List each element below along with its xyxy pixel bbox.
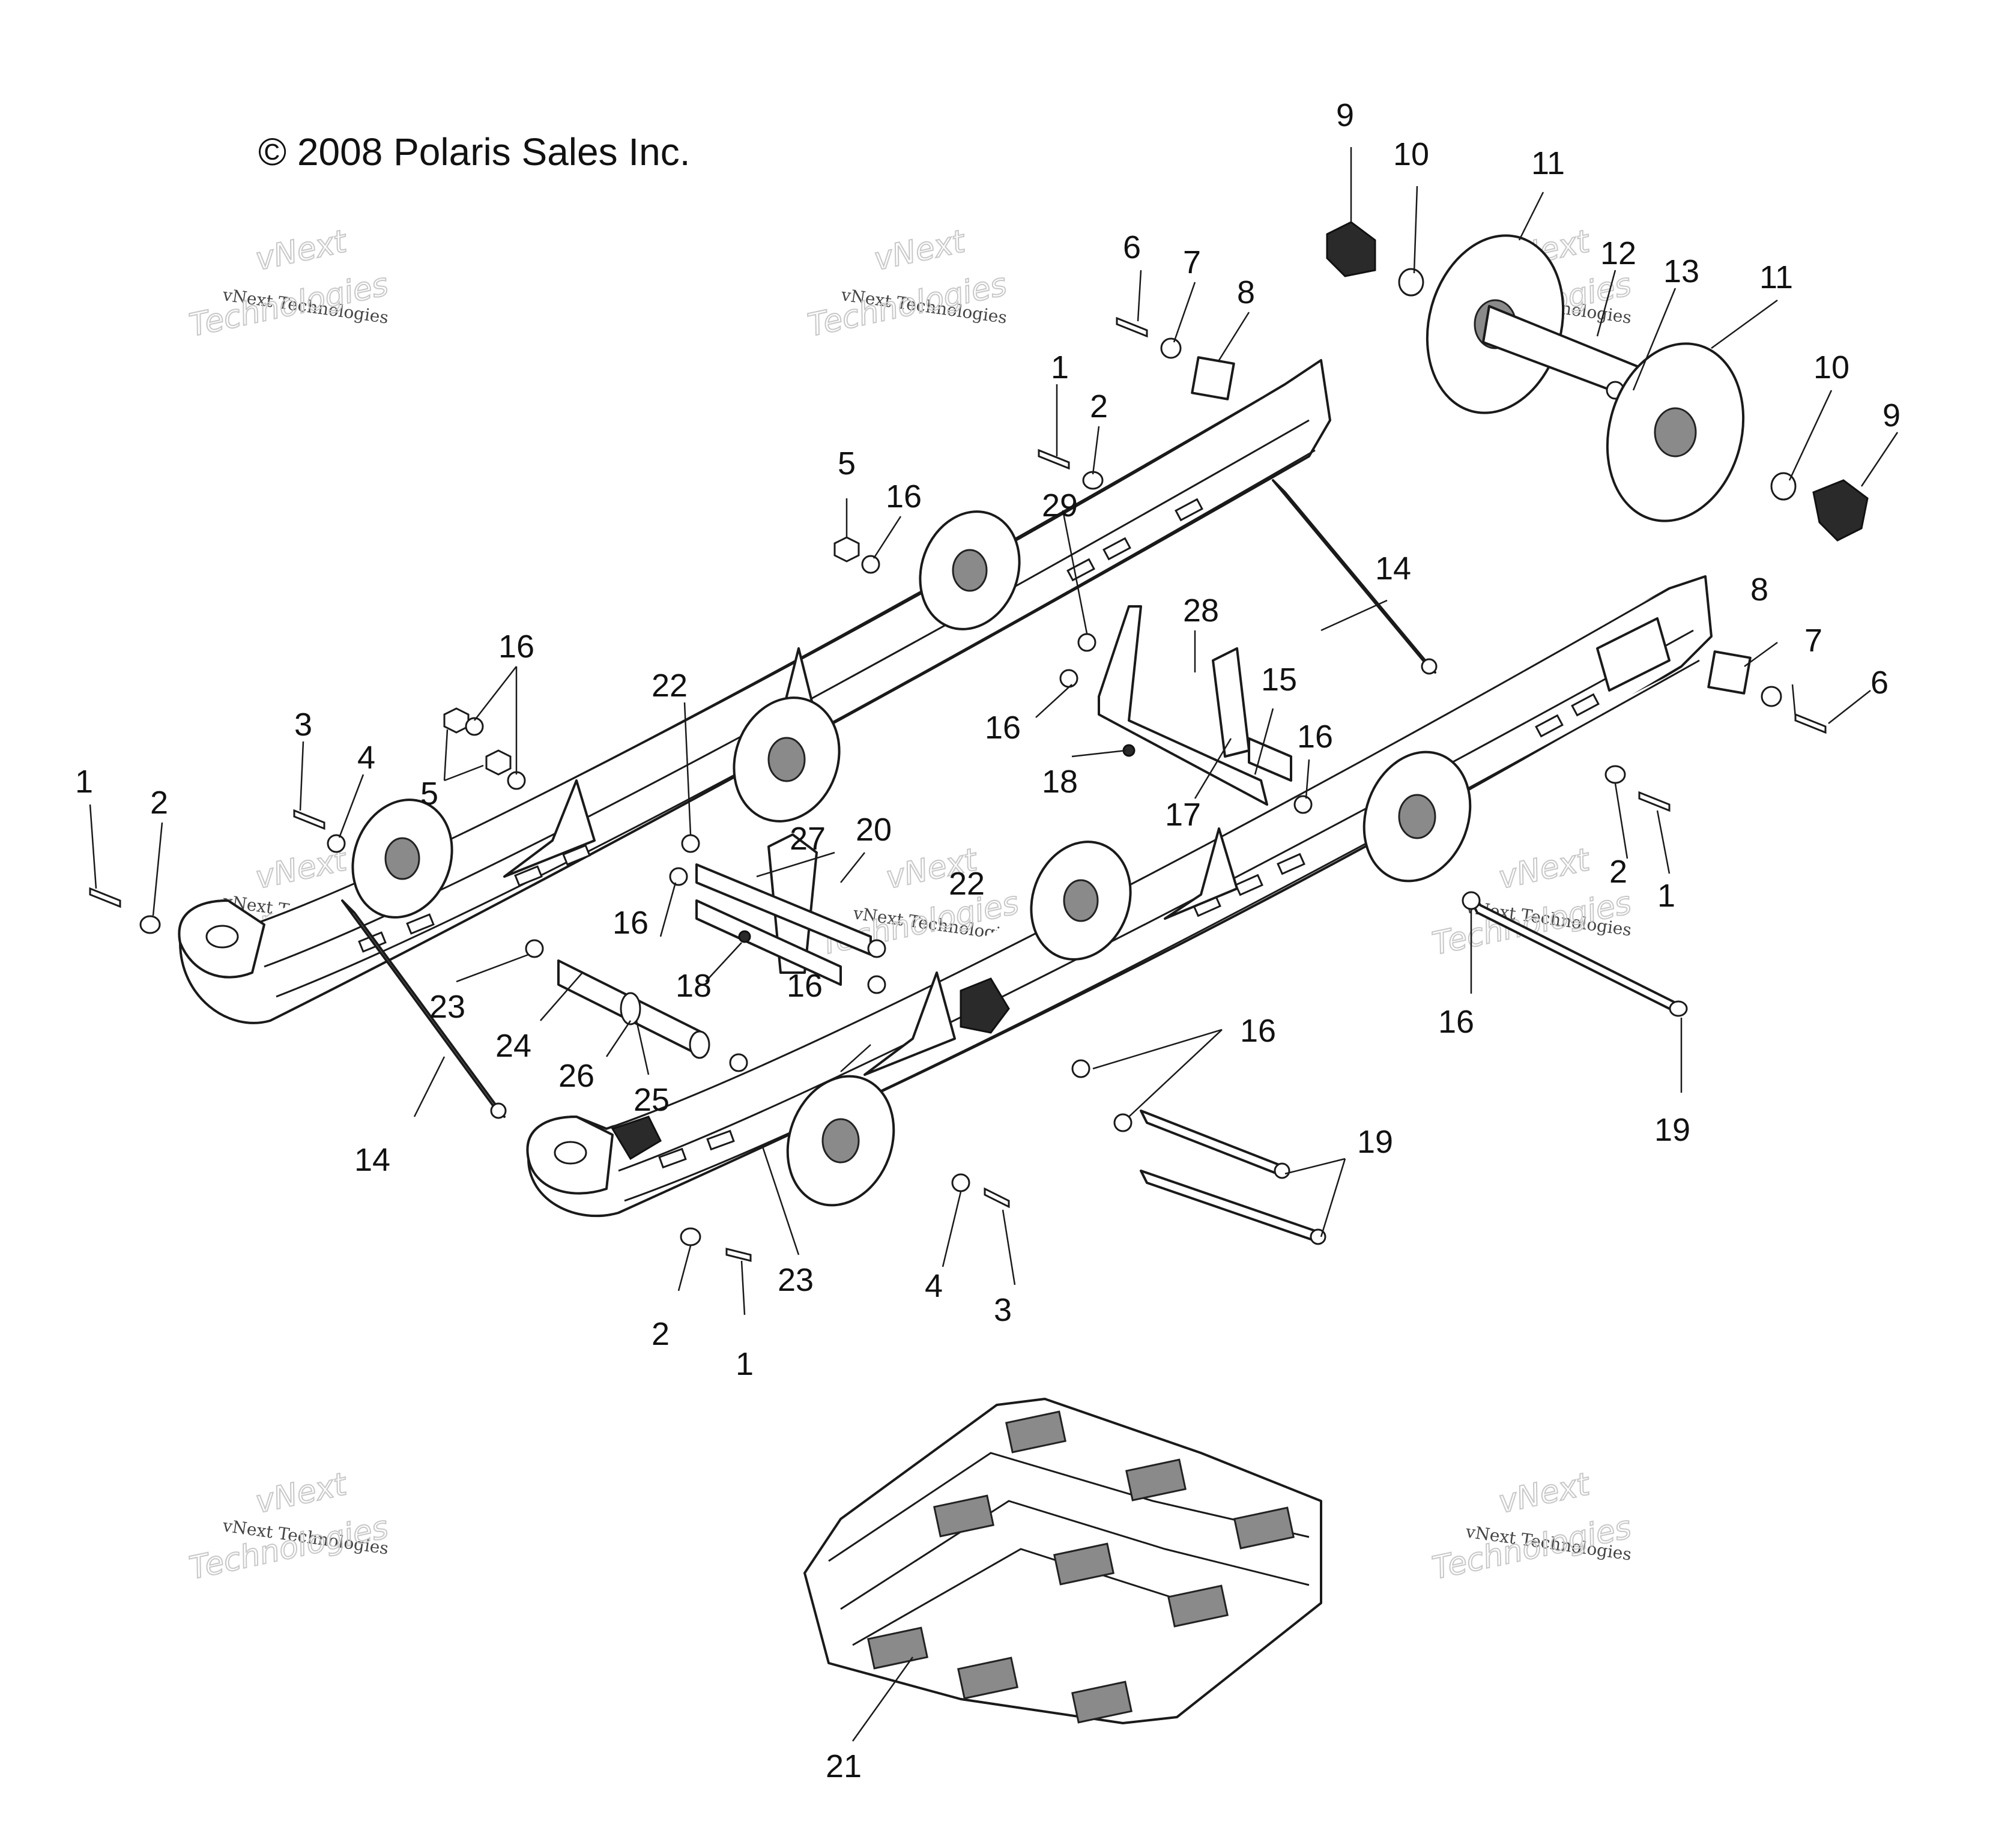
idler-wheel-mid-left [733, 696, 841, 823]
callout-16: 16 [1438, 1004, 1474, 1040]
callout-5: 5 [420, 776, 438, 812]
callout-labels: 1 1 1 1 2 2 2 2 3 3 4 4 5 5 6 6 7 7 8 8 … [75, 97, 1901, 1784]
callout-14: 14 [1375, 551, 1411, 587]
callout-6: 6 [1870, 665, 1889, 701]
track-section [803, 1398, 1322, 1724]
watermark-brand: vNext [1495, 1466, 1594, 1521]
watermark-brand: vNext [252, 223, 351, 278]
callout-22: 22 [949, 866, 985, 902]
callout-27: 27 [790, 821, 826, 857]
callout-23: 23 [429, 989, 465, 1025]
callout-25: 25 [634, 1082, 670, 1118]
callout-2: 2 [1609, 854, 1627, 890]
watermark-line2: Technologies [805, 267, 1010, 344]
callout-6: 6 [1123, 229, 1141, 265]
callout-20: 20 [856, 812, 892, 848]
shock-mount-blocks [611, 977, 1010, 1161]
callout-1: 1 [1657, 878, 1675, 914]
shaft-24-26 [557, 959, 710, 1059]
callout-16: 16 [886, 479, 922, 515]
callout-16: 16 [612, 905, 649, 941]
callout-16: 16 [985, 710, 1021, 746]
callout-17: 17 [1165, 797, 1201, 833]
callout-22: 22 [652, 668, 688, 704]
watermark-line2: Technologies [186, 267, 392, 344]
watermark-top-left: vNext vNext Technologies Technologies [186, 223, 392, 345]
callout-2: 2 [150, 785, 168, 821]
callout-26: 26 [558, 1058, 594, 1094]
idler-wheel-rear-right [1362, 750, 1472, 883]
callout-2: 2 [652, 1316, 670, 1352]
callout-11: 11 [1531, 145, 1565, 181]
cross-shaft-14-front [341, 899, 507, 1119]
callout-1: 1 [75, 764, 93, 800]
callout-2: 2 [1090, 388, 1108, 424]
rear-axle-assembly [1326, 221, 1869, 542]
callout-7: 7 [1183, 244, 1201, 280]
callout-16: 16 [1297, 719, 1333, 755]
callout-9: 9 [1336, 97, 1354, 133]
callout-7: 7 [1804, 623, 1822, 659]
callout-24: 24 [495, 1028, 531, 1064]
callout-16: 16 [787, 968, 823, 1004]
callout-18: 18 [676, 968, 712, 1004]
idler-wheel-front-right [786, 1075, 895, 1207]
watermark-mid-right: vNext vNext Technologies Technologies [1429, 841, 1635, 963]
callout-12: 12 [1600, 235, 1636, 271]
callout-19: 19 [1357, 1124, 1393, 1160]
callout-5: 5 [838, 445, 856, 482]
leader-lines [89, 147, 1899, 1742]
callout-9: 9 [1882, 397, 1901, 433]
callout-16: 16 [1240, 1013, 1276, 1049]
callout-16: 16 [498, 629, 534, 665]
watermark-line2: Technologies [186, 1509, 392, 1587]
cross-shaft-14-rear [1272, 479, 1438, 675]
callout-15: 15 [1261, 662, 1297, 698]
hardware [89, 316, 1827, 1262]
callout-4: 4 [357, 740, 375, 776]
idler-wheel-front-left [351, 799, 453, 919]
callout-19: 19 [1654, 1112, 1690, 1148]
watermark-line2: Technologies [1429, 885, 1635, 962]
watermark-line2: Technologies [1429, 1509, 1635, 1587]
callout-28: 28 [1183, 593, 1219, 629]
front-arm-assembly [695, 833, 886, 986]
callout-10: 10 [1813, 349, 1849, 385]
callout-23: 23 [778, 1262, 814, 1298]
watermark-brand: vNext [871, 223, 969, 278]
callout-21: 21 [826, 1748, 862, 1784]
callout-4: 4 [925, 1268, 943, 1304]
callout-1: 1 [1051, 349, 1069, 385]
watermark-brand: vNext [252, 1466, 351, 1521]
callout-8: 8 [1237, 274, 1255, 310]
rear-arm-assembly [1098, 605, 1292, 806]
callout-10: 10 [1393, 136, 1429, 172]
callout-29: 29 [1042, 488, 1078, 524]
copyright-text: © 2008 Polaris Sales Inc. [258, 130, 691, 174]
watermark-bottom-left: vNext vNext Technologies Technologies [186, 1466, 392, 1587]
watermark-top-center: vNext vNext Technologies Technologies [804, 223, 1011, 345]
callout-1: 1 [736, 1346, 754, 1382]
watermark-bottom-right: vNext vNext Technologies Technologies [1429, 1466, 1635, 1587]
cross-shaft-19-mid [1140, 1110, 1326, 1245]
callout-3: 3 [994, 1292, 1012, 1328]
callout-11: 11 [1759, 259, 1793, 295]
callout-13: 13 [1663, 253, 1699, 289]
watermark-brand: vNext [1495, 842, 1594, 896]
idler-wheel-mid-right [1030, 841, 1132, 961]
callout-8: 8 [1750, 572, 1768, 608]
callout-18: 18 [1042, 764, 1078, 800]
callout-14: 14 [354, 1142, 390, 1178]
idler-wheel-rear-left [919, 510, 1021, 630]
callout-3: 3 [294, 707, 312, 743]
